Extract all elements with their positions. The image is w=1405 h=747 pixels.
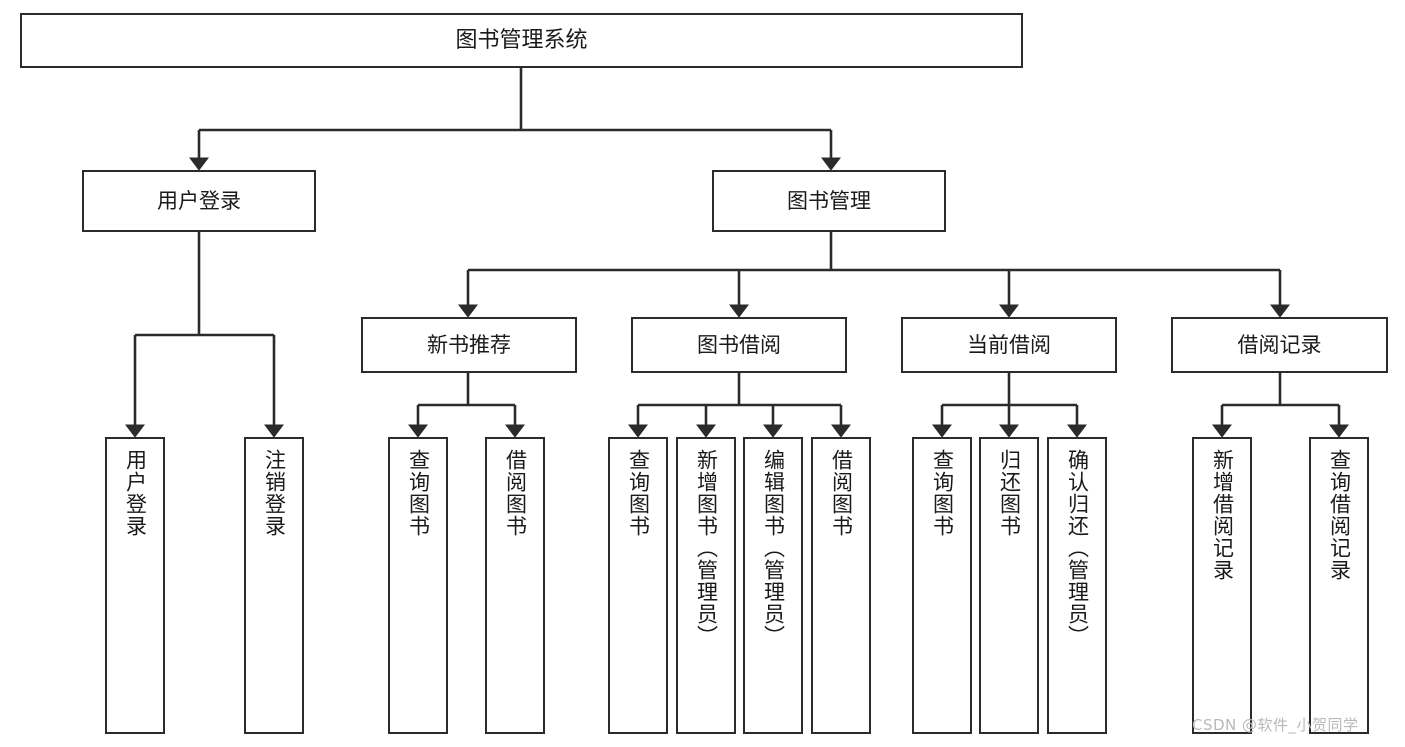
node-label: 借阅图书 <box>503 449 528 537</box>
node-label: 查询借阅记录 <box>1327 449 1352 581</box>
node-new-book-recommend[interactable]: 新书推荐 <box>361 317 577 373</box>
node-book-management[interactable]: 图书管理 <box>712 170 946 232</box>
leaf-recommend-query-book[interactable]: 查询图书 <box>388 437 448 734</box>
node-label: 查询图书 <box>930 449 955 537</box>
node-label: 借阅记录 <box>1237 332 1322 357</box>
leaf-current-query-book[interactable]: 查询图书 <box>912 437 972 734</box>
node-label: 用户登录 <box>157 188 241 213</box>
node-user-login[interactable]: 用户登录 <box>82 170 316 232</box>
node-label: 确认归还（管理员） <box>1065 449 1090 647</box>
node-label: 图书管理系统 <box>455 27 588 53</box>
node-label: 注销登录 <box>262 449 287 537</box>
leaf-current-confirm-return[interactable]: 确认归还（管理员） <box>1047 437 1107 734</box>
leaf-recommend-borrow-book[interactable]: 借阅图书 <box>485 437 545 734</box>
leaf-borrow-borrow-book[interactable]: 借阅图书 <box>811 437 871 734</box>
node-book-borrow[interactable]: 图书借阅 <box>631 317 847 373</box>
node-borrow-record[interactable]: 借阅记录 <box>1171 317 1388 373</box>
node-label: 查询图书 <box>406 449 431 537</box>
leaf-current-return-book[interactable]: 归还图书 <box>979 437 1039 734</box>
node-label: 新书推荐 <box>427 332 511 357</box>
leaf-borrow-add-book[interactable]: 新增图书（管理员） <box>676 437 736 734</box>
leaf-borrow-query-book[interactable]: 查询图书 <box>608 437 668 734</box>
node-label: 图书管理 <box>787 188 871 213</box>
leaf-user-login-login[interactable]: 用户登录 <box>105 437 165 734</box>
leaf-record-add-record[interactable]: 新增借阅记录 <box>1192 437 1252 734</box>
node-label: 新增图书（管理员） <box>694 449 719 647</box>
node-current-borrow[interactable]: 当前借阅 <box>901 317 1117 373</box>
node-label: 借阅图书 <box>829 449 854 537</box>
node-label: 图书借阅 <box>697 332 781 357</box>
node-label: 新增借阅记录 <box>1210 449 1235 581</box>
node-label: 查询图书 <box>626 449 651 537</box>
node-root-system[interactable]: 图书管理系统 <box>20 13 1023 68</box>
node-label: 用户登录 <box>123 449 148 537</box>
leaf-record-query-record[interactable]: 查询借阅记录 <box>1309 437 1369 734</box>
node-label: 归还图书 <box>997 449 1022 537</box>
node-label: 当前借阅 <box>967 332 1051 357</box>
node-label: 编辑图书（管理员） <box>761 449 786 647</box>
leaf-user-login-logout[interactable]: 注销登录 <box>244 437 304 734</box>
csdn-watermark: CSDN @软件_小贺同学 <box>1192 716 1359 734</box>
leaf-borrow-edit-book[interactable]: 编辑图书（管理员） <box>743 437 803 734</box>
